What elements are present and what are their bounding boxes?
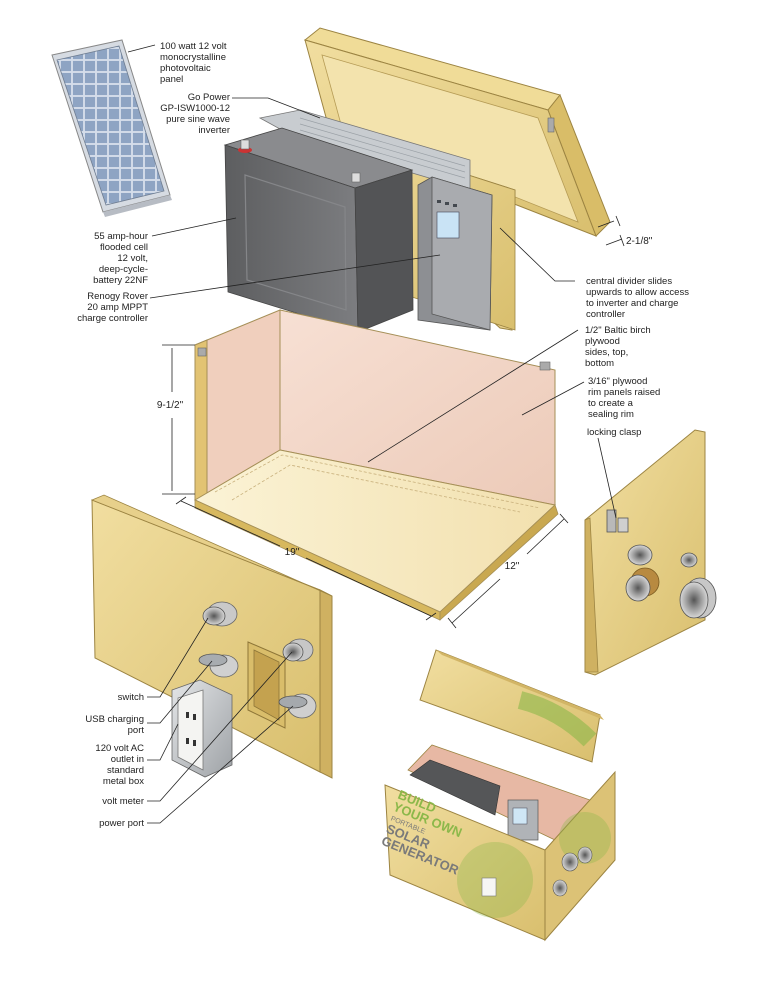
- side-panel: [584, 429, 717, 676]
- label-central-divider: central divider slides upwards to allow …: [586, 276, 689, 320]
- main-box: [193, 309, 559, 621]
- power-port-component: [278, 693, 317, 719]
- label-charge-controller: Renogy Rover 20 amp MPPT charge controll…: [77, 291, 148, 324]
- usb-port-component: [198, 653, 239, 678]
- volt-meter-component: [282, 638, 314, 662]
- label-baltic-birch: 1/2" Baltic birch plywood sides, top, bo…: [585, 325, 651, 369]
- ac-outlet-component: [171, 679, 233, 778]
- battery: [223, 127, 414, 333]
- dim-height: 9-1/2": [156, 400, 184, 411]
- dimension-lines: [162, 215, 625, 629]
- label-locking-clasp: locking clasp: [587, 427, 642, 438]
- box-lid: [303, 27, 611, 237]
- assembled-generator: BUILD YOUR OWN PORTABLE SOLAR GENERATOR: [379, 649, 616, 942]
- label-solar-panel: 100 watt 12 volt monocrystalline photovo…: [160, 41, 227, 85]
- front-panel: [90, 494, 333, 779]
- switch-component: [202, 601, 238, 627]
- label-inverter: Go Power GP-ISW1000-12 pure sine wave in…: [160, 92, 230, 136]
- label-volt-meter: volt meter: [102, 796, 144, 807]
- inverter: [258, 109, 471, 191]
- label-rim-panels: 3/16" plywood rim panels raised to creat…: [588, 376, 661, 420]
- label-usb-port: USB charging port: [85, 714, 144, 736]
- locking-clasp-component: [606, 509, 629, 533]
- charge-controller: [417, 176, 493, 331]
- leader-lines: [127, 44, 617, 824]
- solar-panel: [51, 39, 172, 217]
- label-power-port: power port: [99, 818, 144, 829]
- label-battery: 55 amp-hour flooded cell 12 volt, deep-c…: [93, 231, 148, 286]
- label-switch: switch: [117, 692, 144, 703]
- dim-depth: 12": [504, 561, 520, 572]
- label-ac-outlet: 120 volt AC outlet in standard metal box: [95, 743, 144, 787]
- dim-length: 19": [284, 547, 300, 558]
- dim-lid-thickness: 2-1/8": [626, 236, 653, 247]
